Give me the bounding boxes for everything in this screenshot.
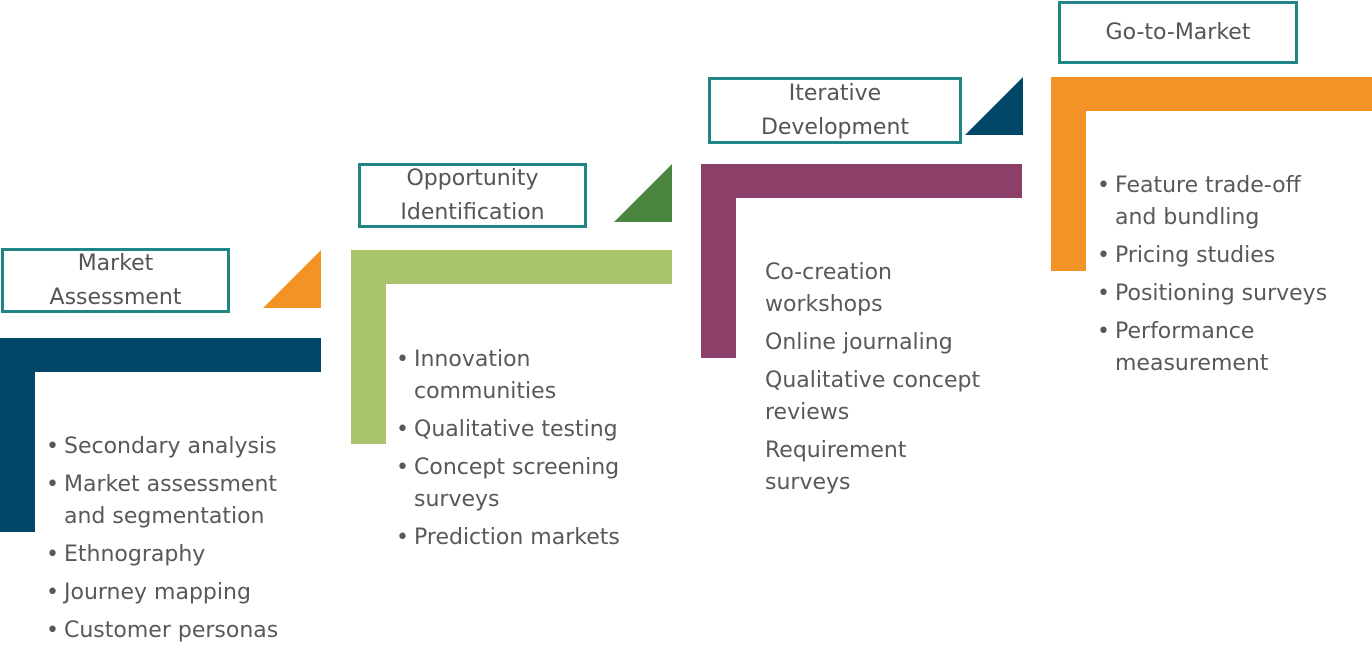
list-item: Online journaling bbox=[765, 330, 953, 355]
list-item: Ethnography bbox=[46, 539, 326, 571]
stage-2-accent-triangle bbox=[614, 164, 672, 222]
list-item: Requirement surveys bbox=[765, 438, 907, 495]
list-item: Concept screening surveys bbox=[396, 452, 676, 516]
stage-4-label: Go-to-Market bbox=[1058, 1, 1298, 64]
list-item: Pricing studies bbox=[1097, 240, 1369, 272]
stage-1-bar-horizontal bbox=[0, 338, 321, 372]
list-item: Secondary analysis bbox=[46, 431, 326, 463]
list-item: Journey mapping bbox=[46, 577, 326, 609]
list-item: Market assessment and segmentation bbox=[46, 469, 326, 533]
list-item: Positioning surveys bbox=[1097, 278, 1369, 310]
stage-2-bar-horizontal bbox=[351, 250, 672, 284]
stage-3-list: Co-creation workshops Online journaling … bbox=[765, 257, 1025, 505]
stage-3-bar-vertical bbox=[701, 164, 736, 358]
list-item: Qualitative concept reviews bbox=[765, 368, 981, 425]
stage-1-list: Secondary analysis Market assessment and… bbox=[46, 431, 326, 653]
stage-4-bar-vertical bbox=[1051, 77, 1086, 271]
stage-2-list: Innovation communities Qualitative testi… bbox=[396, 344, 676, 560]
list-item: Qualitative testing bbox=[396, 414, 676, 446]
stage-4-list: Feature trade-off and bundling Pricing s… bbox=[1097, 170, 1369, 386]
list-item: Innovation communities bbox=[396, 344, 676, 408]
stage-2-bar-vertical bbox=[351, 250, 386, 444]
stage-1-accent-triangle bbox=[263, 250, 321, 308]
list-item: Feature trade-off and bundling bbox=[1097, 170, 1369, 234]
stage-1-label: Market Assessment bbox=[1, 248, 230, 313]
stage-3-bar-horizontal bbox=[701, 164, 1022, 198]
stage-2-label: Opportunity Identification bbox=[358, 163, 587, 228]
stage-1-bar-vertical bbox=[0, 338, 35, 532]
list-item: Co-creation workshops bbox=[765, 260, 892, 317]
stage-3-accent-triangle bbox=[965, 77, 1023, 135]
list-item: Performance measurement bbox=[1097, 316, 1369, 380]
list-item: Prediction markets bbox=[396, 522, 676, 554]
list-item: Customer personas bbox=[46, 615, 326, 647]
stage-4-bar-horizontal bbox=[1051, 77, 1372, 111]
stage-3-label: Iterative Development bbox=[708, 77, 962, 144]
